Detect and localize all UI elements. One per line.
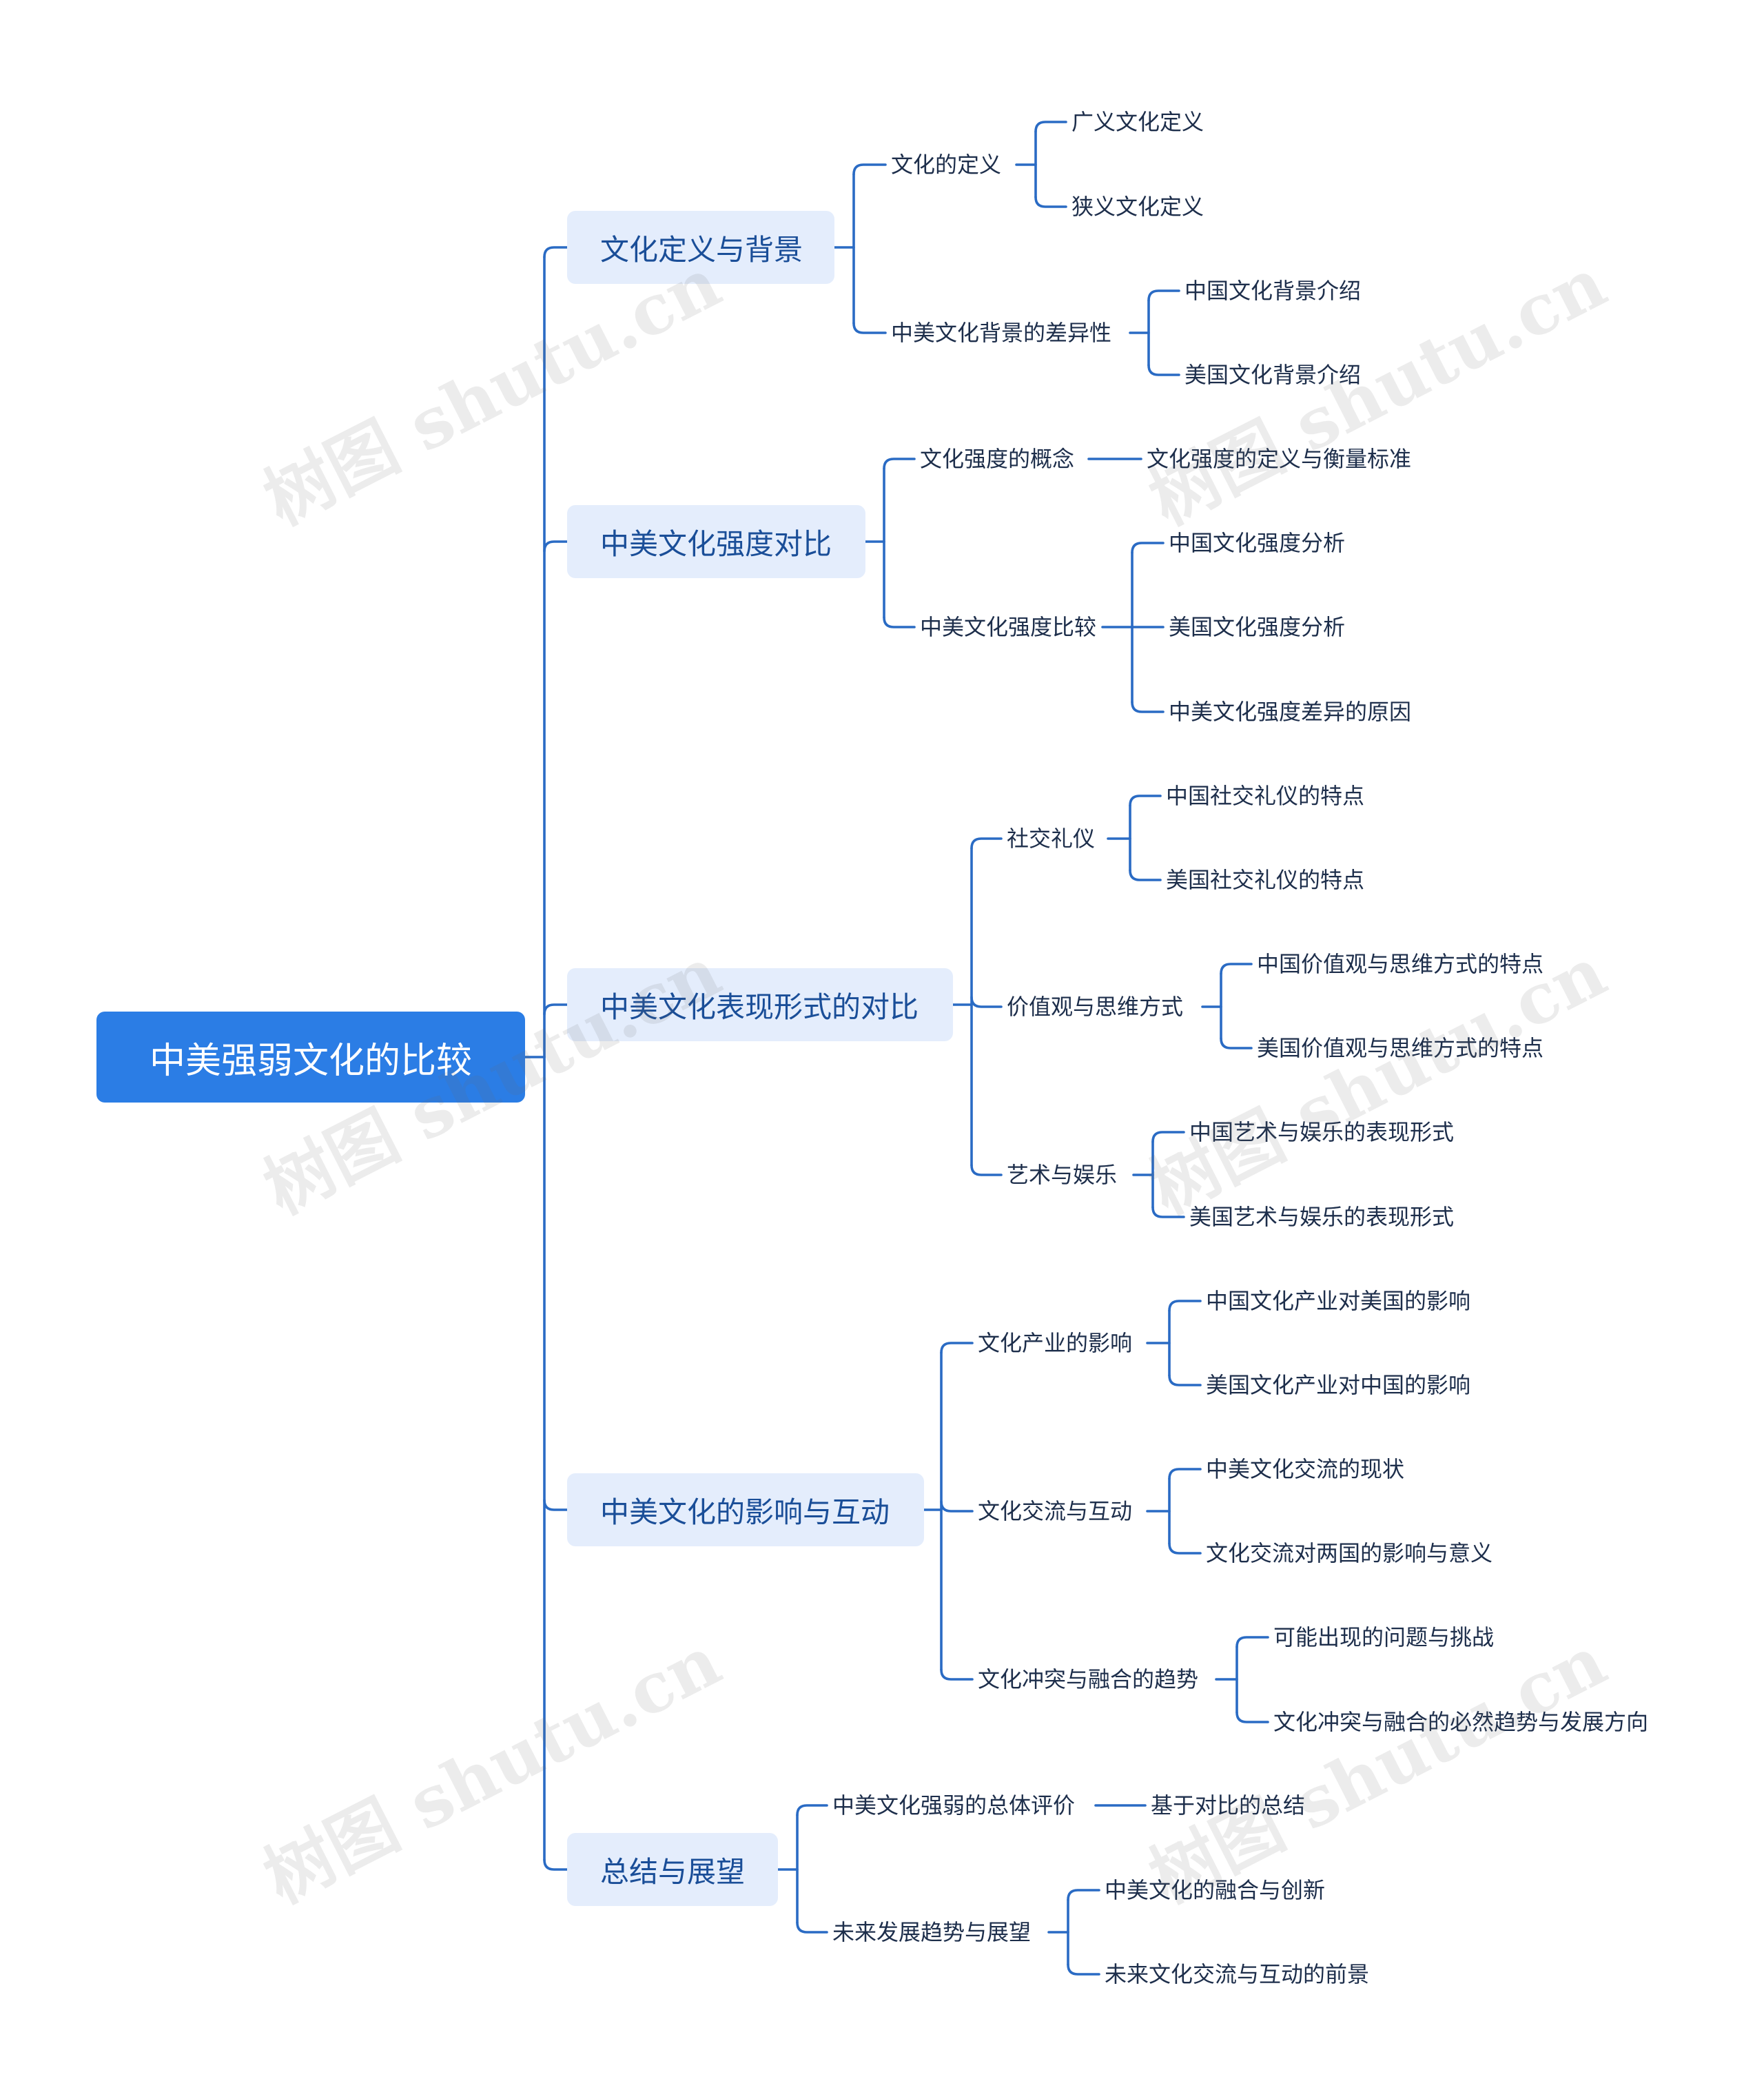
- sub-connector: [1151, 1206, 1185, 1218]
- sub-node-values-thinking[interactable]: 价值观与思维方式: [1007, 994, 1184, 1020]
- leaf-node[interactable]: 美国艺术与娱乐的表现形式: [1189, 1204, 1455, 1230]
- sub-connector: [1131, 701, 1165, 713]
- sub-connector: [1220, 1037, 1253, 1049]
- sub-connector: [1151, 1131, 1185, 1143]
- branch-node-expression-forms[interactable]: 中美文化表现形式的对比: [567, 968, 953, 1041]
- leaf-node[interactable]: 中国文化强度分析: [1169, 530, 1346, 556]
- branch-connector: [940, 1668, 974, 1681]
- branch-node-influence-interaction[interactable]: 中美文化的影响与互动: [567, 1473, 924, 1546]
- leaf-node[interactable]: 中美文化的融合与创新: [1105, 1877, 1326, 1903]
- sub-connector: [1147, 289, 1180, 302]
- leaf-node[interactable]: 中国社交礼仪的特点: [1166, 783, 1365, 809]
- leaf-node[interactable]: 中国文化产业对美国的影响: [1206, 1288, 1471, 1314]
- root-node[interactable]: 中美强弱文化的比较: [96, 1012, 525, 1103]
- branch-node-strength-comparison[interactable]: 中美文化强度对比: [567, 505, 865, 578]
- branch-connector: [883, 458, 916, 470]
- sub-connector: [1220, 963, 1253, 975]
- leaf-node[interactable]: 美国文化强度分析: [1169, 614, 1346, 640]
- leaf-node[interactable]: 文化冲突与融合的必然趋势与发展方向: [1273, 1709, 1649, 1735]
- root-connector: [543, 246, 568, 258]
- leaf-node[interactable]: 文化交流对两国的影响与意义: [1206, 1540, 1493, 1566]
- branch-node-definition-background[interactable]: 文化定义与背景: [567, 211, 834, 284]
- root-connector: [543, 1003, 568, 1016]
- sub-connector: [1067, 1889, 1100, 1901]
- branch-connector: [970, 837, 1003, 850]
- leaf-node[interactable]: 中国文化背景介绍: [1184, 278, 1362, 304]
- leaf-node[interactable]: 美国文化产业对中国的影响: [1206, 1372, 1471, 1398]
- branch-connector: [940, 1342, 974, 1354]
- leaf-node[interactable]: 未来文化交流与互动的前景: [1105, 1961, 1370, 1987]
- leaf-node[interactable]: 可能出现的问题与挑战: [1273, 1624, 1495, 1650]
- sub-node-industry-influence[interactable]: 文化产业的影响: [978, 1330, 1133, 1356]
- sub-connector: [1168, 1300, 1202, 1312]
- sub-connector: [1129, 795, 1162, 807]
- branch-connector: [970, 996, 1003, 1008]
- leaf-node[interactable]: 美国文化背景介绍: [1184, 362, 1362, 388]
- sub-node-future-trends[interactable]: 未来发展趋势与展望: [832, 1919, 1032, 1945]
- leaf-node[interactable]: 中美文化交流的现状: [1206, 1456, 1405, 1482]
- sub-connector: [1129, 869, 1162, 881]
- sub-connector: [1168, 1542, 1202, 1555]
- leaf-node[interactable]: 美国社交礼仪的特点: [1166, 867, 1365, 893]
- sub-node-overall-evaluation[interactable]: 中美文化强弱的总体评价: [832, 1792, 1076, 1818]
- branch-connector: [796, 1921, 828, 1934]
- sub-connector: [1168, 1374, 1202, 1386]
- sub-connector: [1168, 1468, 1202, 1480]
- leaf-node[interactable]: 中国价值观与思维方式的特点: [1257, 951, 1544, 977]
- sub-node-background-difference[interactable]: 中美文化背景的差异性: [891, 320, 1112, 346]
- branch-connector: [796, 1804, 828, 1816]
- leaf-node[interactable]: 基于对比的总结: [1151, 1792, 1306, 1818]
- sub-node-conflict-fusion[interactable]: 文化冲突与融合的趋势: [978, 1666, 1199, 1692]
- leaf-node[interactable]: 文化强度的定义与衡量标准: [1147, 446, 1412, 472]
- branch-node-summary-outlook[interactable]: 总结与展望: [567, 1833, 778, 1906]
- sub-connector: [1131, 542, 1165, 554]
- leaf-node[interactable]: 广义文化定义: [1071, 109, 1204, 135]
- sub-connector: [1034, 121, 1067, 133]
- sub-connector: [1235, 1636, 1269, 1648]
- sub-connector: [1235, 1711, 1269, 1723]
- sub-node-culture-definition[interactable]: 文化的定义: [891, 152, 1002, 178]
- leaf-node[interactable]: 狭义文化定义: [1071, 194, 1204, 220]
- sub-node-strength-compare[interactable]: 中美文化强度比较: [920, 614, 1097, 640]
- sub-connector: [1034, 196, 1067, 208]
- branch-connector: [883, 616, 916, 628]
- root-connector: [543, 1499, 568, 1511]
- sub-node-social-etiquette[interactable]: 社交礼仪: [1007, 826, 1096, 852]
- branch-connector: [852, 322, 887, 334]
- branch-connector: [970, 1164, 1003, 1176]
- sub-connector: [1147, 364, 1180, 376]
- sub-node-strength-concept[interactable]: 文化强度的概念: [920, 446, 1075, 472]
- leaf-node[interactable]: 中美文化强度差异的原因: [1169, 699, 1412, 725]
- root-connector: [543, 1858, 568, 1871]
- branch-connector: [940, 1500, 974, 1513]
- root-connector: [543, 540, 568, 553]
- sub-connector: [1067, 1963, 1100, 1976]
- leaf-node[interactable]: 中国艺术与娱乐的表现形式: [1189, 1119, 1455, 1145]
- branch-connector: [852, 163, 887, 176]
- leaf-node[interactable]: 美国价值观与思维方式的特点: [1257, 1035, 1544, 1061]
- sub-node-exchange-interaction[interactable]: 文化交流与互动: [978, 1498, 1133, 1524]
- sub-node-arts-entertainment[interactable]: 艺术与娱乐: [1007, 1162, 1118, 1188]
